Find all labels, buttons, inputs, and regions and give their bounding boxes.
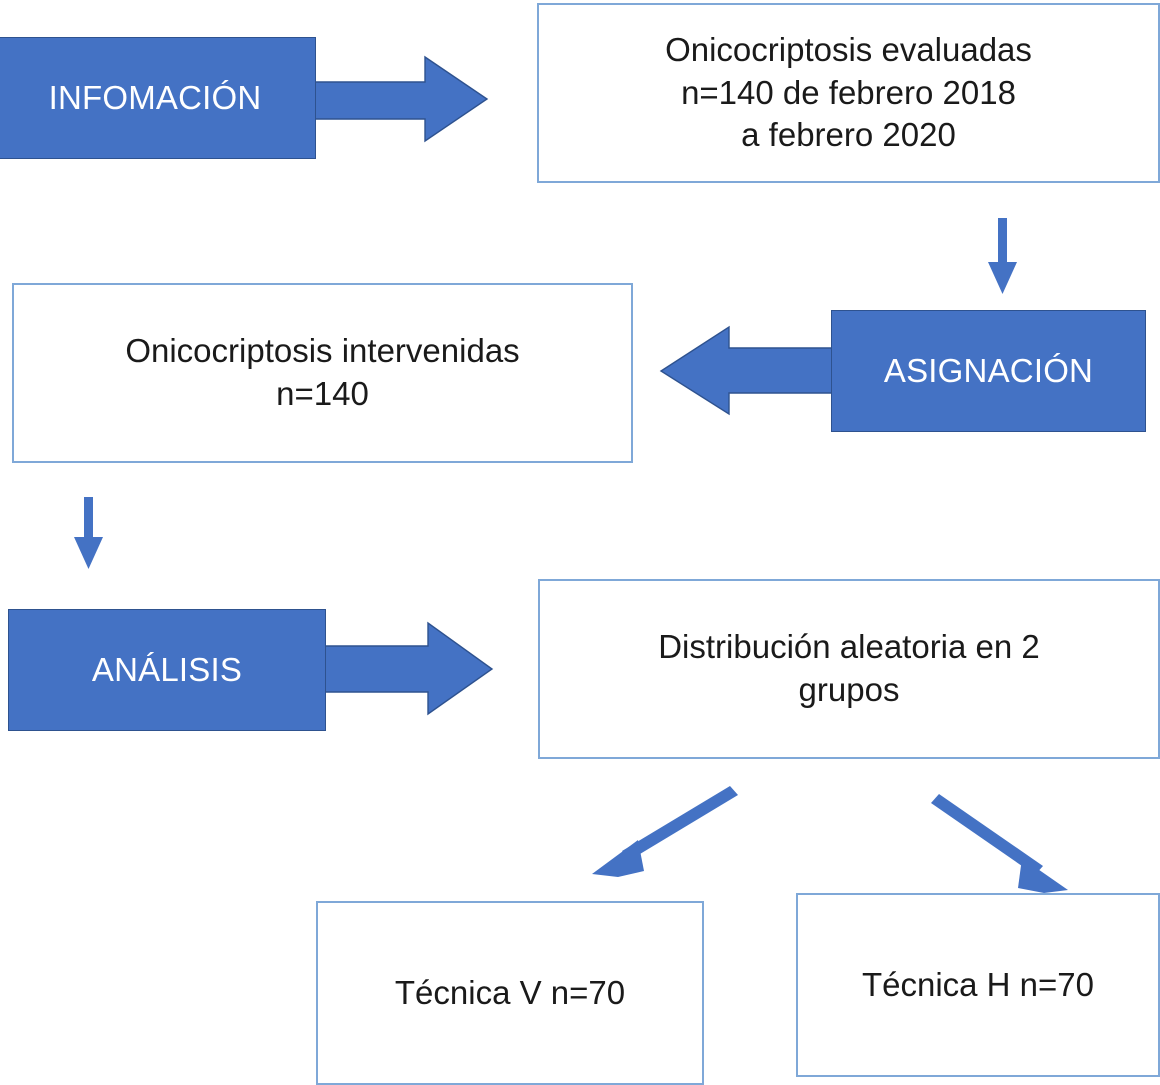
phase-informacion[interactable]: INFOMACIÓN <box>0 37 316 159</box>
node-tecnica-v-text: Técnica V n=70 <box>394 973 626 1011</box>
arrow-intervenidas-to-analisis <box>74 497 103 569</box>
node-tecnica-h[interactable]: Técnica H n=70 <box>796 893 1160 1077</box>
phase-asignacion-label: ASIGNACIÓN <box>883 352 1094 389</box>
arrow-evaluadas-to-asignacion <box>988 218 1017 294</box>
node-onicocriptosis-intervenidas-text: Onicocriptosis intervenidas n=140 <box>125 332 520 412</box>
node-tecnica-h-text: Técnica H n=70 <box>861 965 1095 1003</box>
arrow-informacion-to-evaluadas <box>309 55 489 143</box>
phase-asignacion[interactable]: ASIGNACIÓN <box>831 310 1146 432</box>
arrow-asignacion-to-intervenidas <box>659 325 836 416</box>
phase-analisis-label: ANÁLISIS <box>91 651 243 688</box>
node-distribucion-aleatoria[interactable]: Distribución aleatoria en 2 grupos <box>538 579 1160 759</box>
arrow-distribucion-to-tecnica-h <box>931 794 1068 893</box>
node-onicocriptosis-intervenidas[interactable]: Onicocriptosis intervenidas n=140 <box>12 283 633 463</box>
phase-analisis[interactable]: ANÁLISIS <box>8 609 326 731</box>
node-tecnica-v[interactable]: Técnica V n=70 <box>316 901 704 1085</box>
phase-informacion-label: INFOMACIÓN <box>48 79 262 116</box>
node-onicocriptosis-evaluadas-text: Onicocriptosis evaluadas n=140 de febrer… <box>665 30 1032 154</box>
node-distribucion-aleatoria-text: Distribución aleatoria en 2 grupos <box>658 628 1040 708</box>
arrow-analisis-to-distribucion <box>321 621 494 716</box>
arrow-distribucion-to-tecnica-v <box>592 786 738 877</box>
node-onicocriptosis-evaluadas[interactable]: Onicocriptosis evaluadas n=140 de febrer… <box>537 3 1160 183</box>
